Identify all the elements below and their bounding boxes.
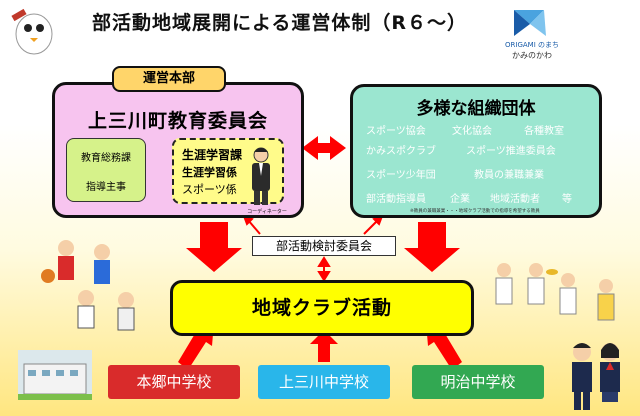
shogai-line-3: スポーツ係 [182,183,237,196]
organizations-title: 多様な組織団体 [416,99,536,119]
org-item: 企業 [450,194,470,205]
students-sports-illustration [41,240,135,331]
shogai-line-2: 生涯学習係 [182,166,237,179]
org-item: かみスポクラブ [366,146,436,157]
school-hongo: 本郷中学校 [108,365,240,399]
arrow-committee-orgs [363,219,379,235]
kyoiku-line-1: 教育総務課 [81,153,131,164]
school-building-icon [18,350,92,400]
coordinator-figure-icon [252,147,270,205]
org-item: 文化協会 [452,126,492,137]
logo-text: ORIGAMI のまち かみのかわ [505,41,559,60]
band-tennis-illustration [495,263,615,321]
board-of-education: 上三川町教育委員会 [87,110,268,132]
hq-label: 運営本部 [112,66,226,92]
org-item: スポーツ協会 [366,126,426,137]
page-title: 部活動地域展開による運営体制（R６～） [92,12,468,34]
coordinator-label: コーディネーター [247,209,287,215]
org-item: 等 [562,194,572,205]
arrow-board-orgs [302,136,346,160]
arrow-orgs-to-club [404,222,460,272]
shogai-line-1: 生涯学習課 [182,148,243,162]
org-item: 各種教室 [524,126,564,137]
org-item: スポーツ少年団 [366,170,436,181]
organizations-panel [350,84,602,218]
education-general-affairs-box: 教育総務課 指導主事 [66,138,146,202]
kyoiku-line-2: 指導主事 [86,182,126,193]
org-item: スポーツ推進委員会 [466,146,556,157]
arrow-committee-board [247,219,261,235]
origami-logo-icon [514,10,546,36]
school-meiji: 明治中学校 [412,365,544,399]
uniform-students-illustration [572,343,620,410]
school-kaminokawa: 上三川中学校 [258,365,390,399]
arrow-board-to-club [186,222,242,272]
community-club-activity: 地域クラブ活動 [170,280,474,336]
org-item: 部活動指導員 [366,194,426,205]
organizations-footnote: ※教員の兼職兼業・・・地域クラブ活動での指導を希望する教員 [410,209,540,214]
club-review-committee: 部活動検討委員会 [252,236,396,256]
org-item: 教員の兼職兼業 [474,170,544,181]
mascot-illustration [11,8,53,55]
org-item: 地域活動者 [490,194,540,205]
